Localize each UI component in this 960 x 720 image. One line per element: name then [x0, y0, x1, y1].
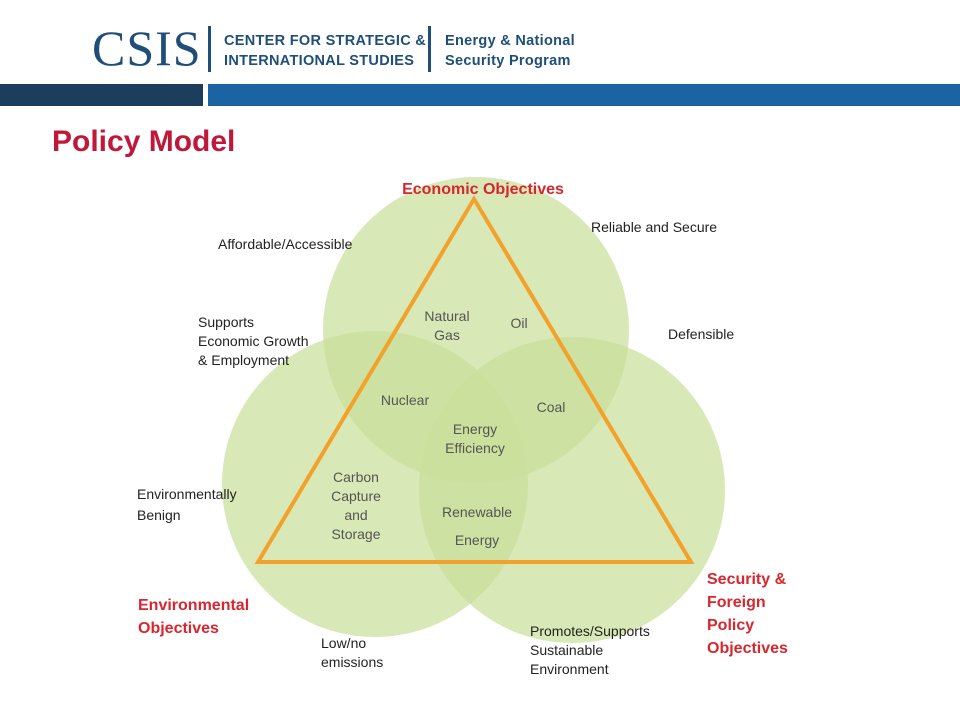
security-objectives-line2: Foreign [707, 594, 766, 611]
objectives-triangle [254, 195, 695, 564]
efficiency-line2: Efficiency [445, 440, 505, 456]
header-bar-right [208, 84, 960, 106]
env-benign-line1: Environmentally [137, 486, 237, 502]
economic-objectives-label: Economic Objectives [402, 181, 564, 198]
nuclear-label: Nuclear [381, 392, 430, 408]
page-title: Policy Model [52, 125, 236, 158]
header-banner: CSIS CENTER FOR STRATEGIC & INTERNATIONA… [0, 0, 960, 110]
org-name-line2: INTERNATIONAL STUDIES [224, 53, 415, 69]
affordable-label: Affordable/Accessible [218, 236, 353, 252]
logo-divider [208, 26, 211, 72]
security-objectives-line4: Objectives [707, 640, 788, 657]
efficiency-line1: Energy [453, 421, 497, 437]
security-circle [419, 337, 725, 643]
natural-gas-line2: Gas [434, 327, 460, 343]
environmental-objectives-line2: Objectives [138, 620, 219, 637]
environmental-objectives-line1: Environmental [138, 597, 249, 614]
low-emissions-line2: emissions [321, 654, 383, 670]
supports-growth-line3: & Employment [198, 352, 289, 368]
program-name: Energy & National Security Program [445, 31, 575, 71]
program-divider [428, 26, 431, 72]
promotes-line3: Environment [530, 661, 609, 677]
ccs-line4: Storage [331, 526, 380, 542]
header-bar-left [0, 84, 203, 106]
supports-growth-line1: Supports [198, 314, 254, 330]
supports-growth-line2: Economic Growth [198, 333, 308, 349]
natural-gas-line1: Natural [424, 308, 469, 324]
coal-label: Coal [537, 399, 566, 415]
promotes-line1: Promotes/Supports [530, 623, 650, 639]
promotes-line2: Sustainable [530, 642, 603, 658]
ccs-line3: and [344, 507, 367, 523]
reliable-label: Reliable and Secure [591, 219, 717, 235]
low-emissions-line1: Low/no [321, 635, 366, 651]
renewable-line2: Energy [455, 532, 499, 548]
ccs-line2: Capture [331, 488, 381, 504]
security-objectives-line1: Security & [707, 571, 787, 588]
org-name: CENTER FOR STRATEGIC & INTERNATIONAL STU… [224, 31, 426, 71]
security-objectives-line3: Policy [707, 617, 754, 634]
env-benign-line2: Benign [137, 507, 181, 523]
ccs-line1: Carbon [333, 469, 379, 485]
csis-logo: CSIS [92, 20, 202, 76]
program-name-line1: Energy & National [445, 33, 575, 49]
defensible-label: Defensible [668, 326, 734, 342]
oil-label: Oil [510, 315, 527, 331]
program-name-line2: Security Program [445, 53, 571, 69]
org-name-line1: CENTER FOR STRATEGIC & [224, 33, 427, 49]
renewable-line1: Renewable [442, 504, 512, 520]
